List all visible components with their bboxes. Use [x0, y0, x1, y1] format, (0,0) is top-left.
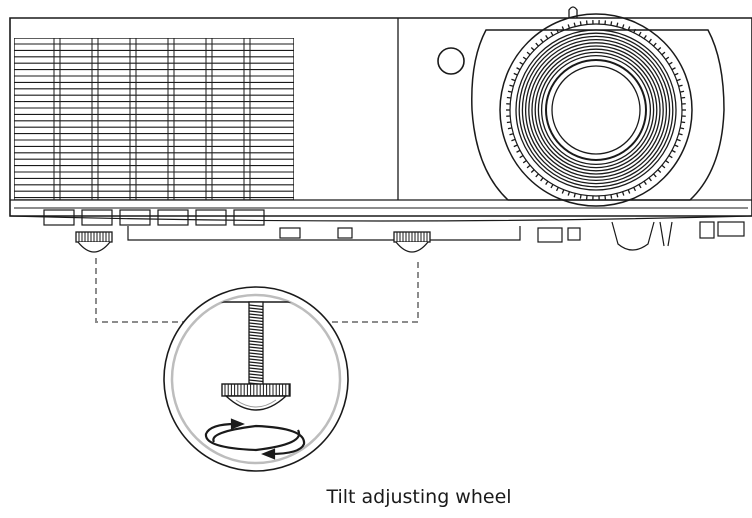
- underside-details: [127, 221, 745, 251]
- focus-ring: [499, 13, 693, 207]
- vent-grille: [14, 38, 294, 200]
- bottom-slots: [43, 209, 265, 226]
- threaded-screw: [248, 301, 264, 387]
- right-tilt-foot: [393, 231, 431, 253]
- left-tilt-foot: [75, 231, 113, 253]
- ir-sensor-icon: [437, 47, 465, 75]
- tilt-adjusting-wheel-icon: [221, 383, 291, 411]
- rotation-arrows-icon: [204, 418, 306, 460]
- front-panel: [437, 13, 725, 207]
- lens-housing: [471, 29, 725, 201]
- caption: Tilt adjusting wheel: [326, 486, 512, 508]
- zoom-inset: [163, 286, 349, 472]
- lens-icon: [545, 59, 647, 161]
